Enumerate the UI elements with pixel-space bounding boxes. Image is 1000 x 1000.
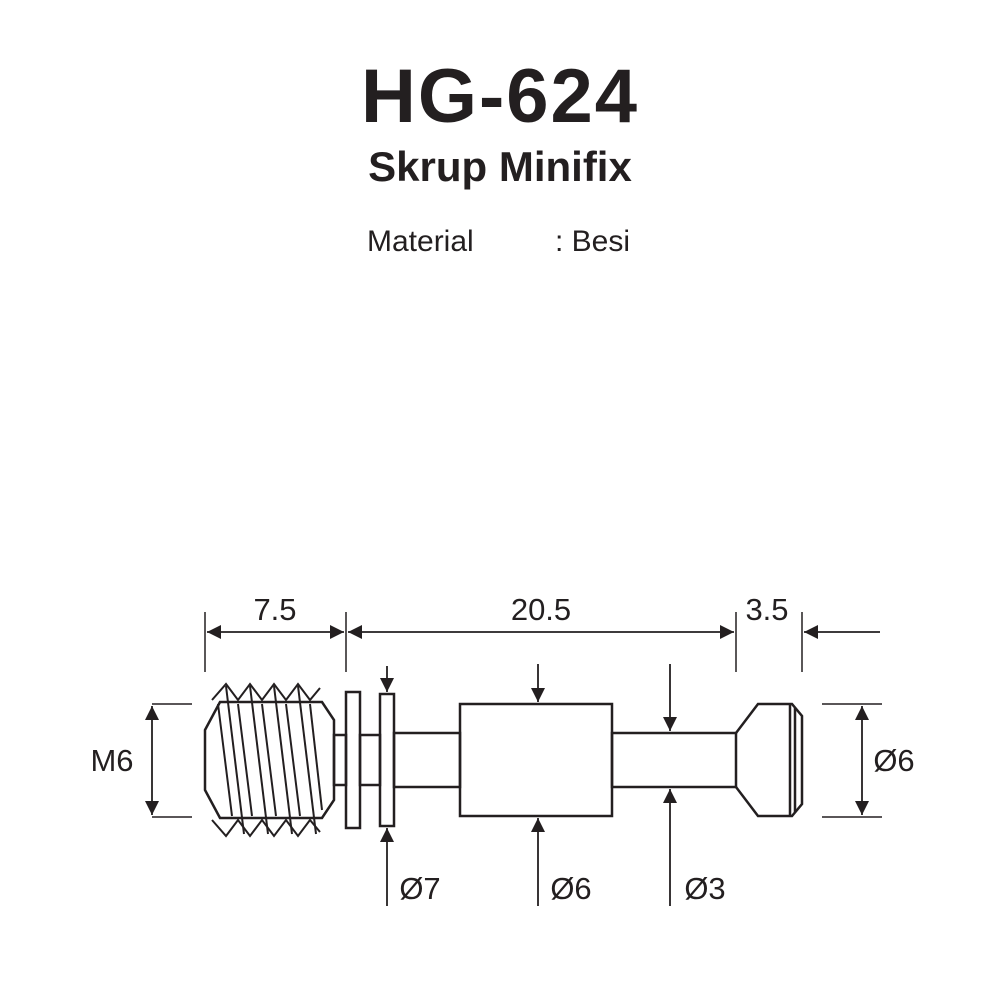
shaft-1 bbox=[392, 731, 462, 789]
product-name: Skrup Minifix bbox=[368, 143, 632, 190]
dim-label-shaft-diameter: Ø3 bbox=[684, 871, 725, 906]
head bbox=[735, 702, 804, 818]
threaded-end bbox=[203, 682, 336, 838]
dim-label-head-diameter: Ø6 bbox=[873, 743, 914, 778]
flange bbox=[378, 692, 396, 828]
thread-lines bbox=[211, 682, 323, 838]
dim-label-flange-diameter: Ø7 bbox=[399, 871, 440, 906]
extension-lines bbox=[152, 612, 882, 818]
material-label: Material bbox=[367, 225, 474, 258]
dim-label-thread-length: 7.5 bbox=[253, 592, 296, 627]
dimension-lines bbox=[145, 625, 880, 906]
dim-label-head-length: 3.5 bbox=[745, 592, 788, 627]
dim-label-thread-size: M6 bbox=[90, 743, 133, 778]
dim-label-body-length: 20.5 bbox=[511, 592, 571, 627]
collar bbox=[458, 702, 614, 818]
washer-1 bbox=[344, 690, 362, 830]
shaft-2 bbox=[610, 731, 738, 789]
gap-shaft bbox=[358, 733, 382, 787]
material-value: : Besi bbox=[555, 225, 631, 258]
product-model-title: HG-624 bbox=[360, 54, 640, 139]
dim-label-collar-diameter: Ø6 bbox=[550, 871, 591, 906]
neck bbox=[332, 733, 348, 787]
